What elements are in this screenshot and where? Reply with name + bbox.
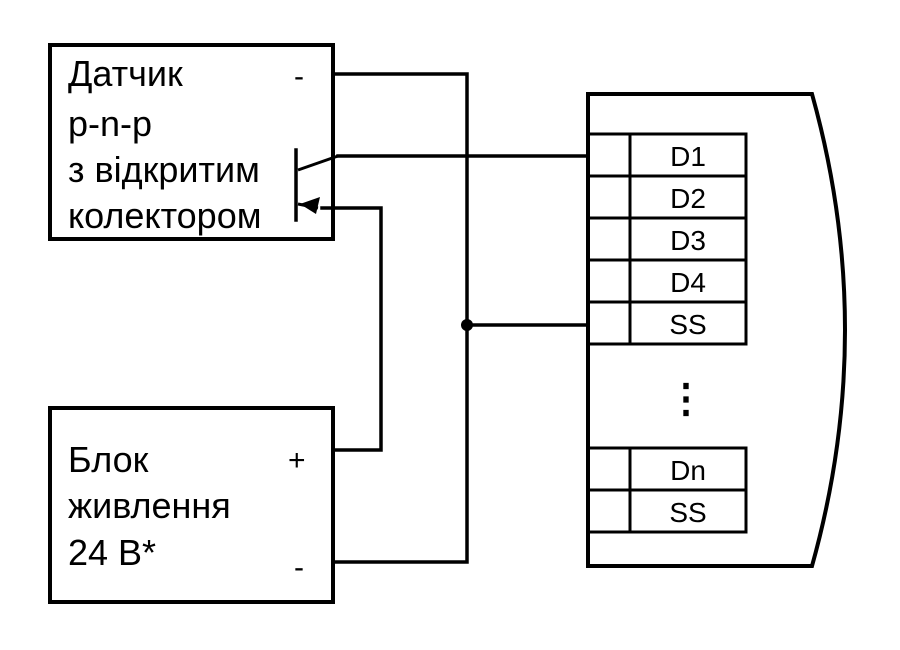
controller-outline: [586, 92, 847, 568]
power-supply-label-line-2: живлення: [68, 485, 231, 526]
terminal-label: D3: [670, 225, 706, 256]
power-supply-minus-terminal-label: -: [294, 551, 304, 584]
sensor-box: [48, 43, 335, 241]
terminal-label: D1: [670, 141, 706, 172]
terminal-row-2: D2: [586, 174, 748, 220]
terminal-label: SS: [669, 309, 706, 340]
terminal-label-cell: [628, 300, 748, 346]
terminal-row-4: D4: [586, 258, 748, 304]
terminal-label: Dn: [670, 455, 706, 486]
sensor-label-line-2: p-n-p: [68, 103, 152, 144]
power-supply-box: [48, 406, 335, 604]
terminal-row-7: SS: [586, 488, 748, 534]
sensor-label-line-1: Датчик: [68, 53, 183, 94]
sensor-block: Датчик p-n-p з відкритим колектором -: [48, 43, 339, 241]
plus-supply-wire: [320, 206, 383, 452]
terminal-label: SS: [669, 497, 706, 528]
terminal-label: D2: [670, 183, 706, 214]
sensor-label-line-3: з відкритим: [68, 149, 260, 190]
power-supply-block: Блок живлення 24 В* + -: [48, 406, 335, 604]
terminal-label: D4: [670, 267, 706, 298]
terminal-label-cell: [628, 488, 748, 534]
power-supply-plus-terminal-label: +: [288, 444, 306, 477]
terminal-ellipsis: ⋮: [666, 377, 706, 421]
sensor-label-line-4: колектором: [68, 195, 261, 236]
common-minus-wire: [331, 72, 469, 564]
junction-dot: [461, 319, 473, 331]
transistor-icon: [294, 148, 339, 222]
sensor-minus-terminal-label: -: [294, 60, 304, 93]
wires: [320, 72, 590, 564]
power-supply-label-line-3: 24 В*: [68, 532, 156, 573]
power-supply-label-line-1: Блок: [68, 439, 149, 480]
terminal-row-5: SS: [586, 300, 748, 346]
